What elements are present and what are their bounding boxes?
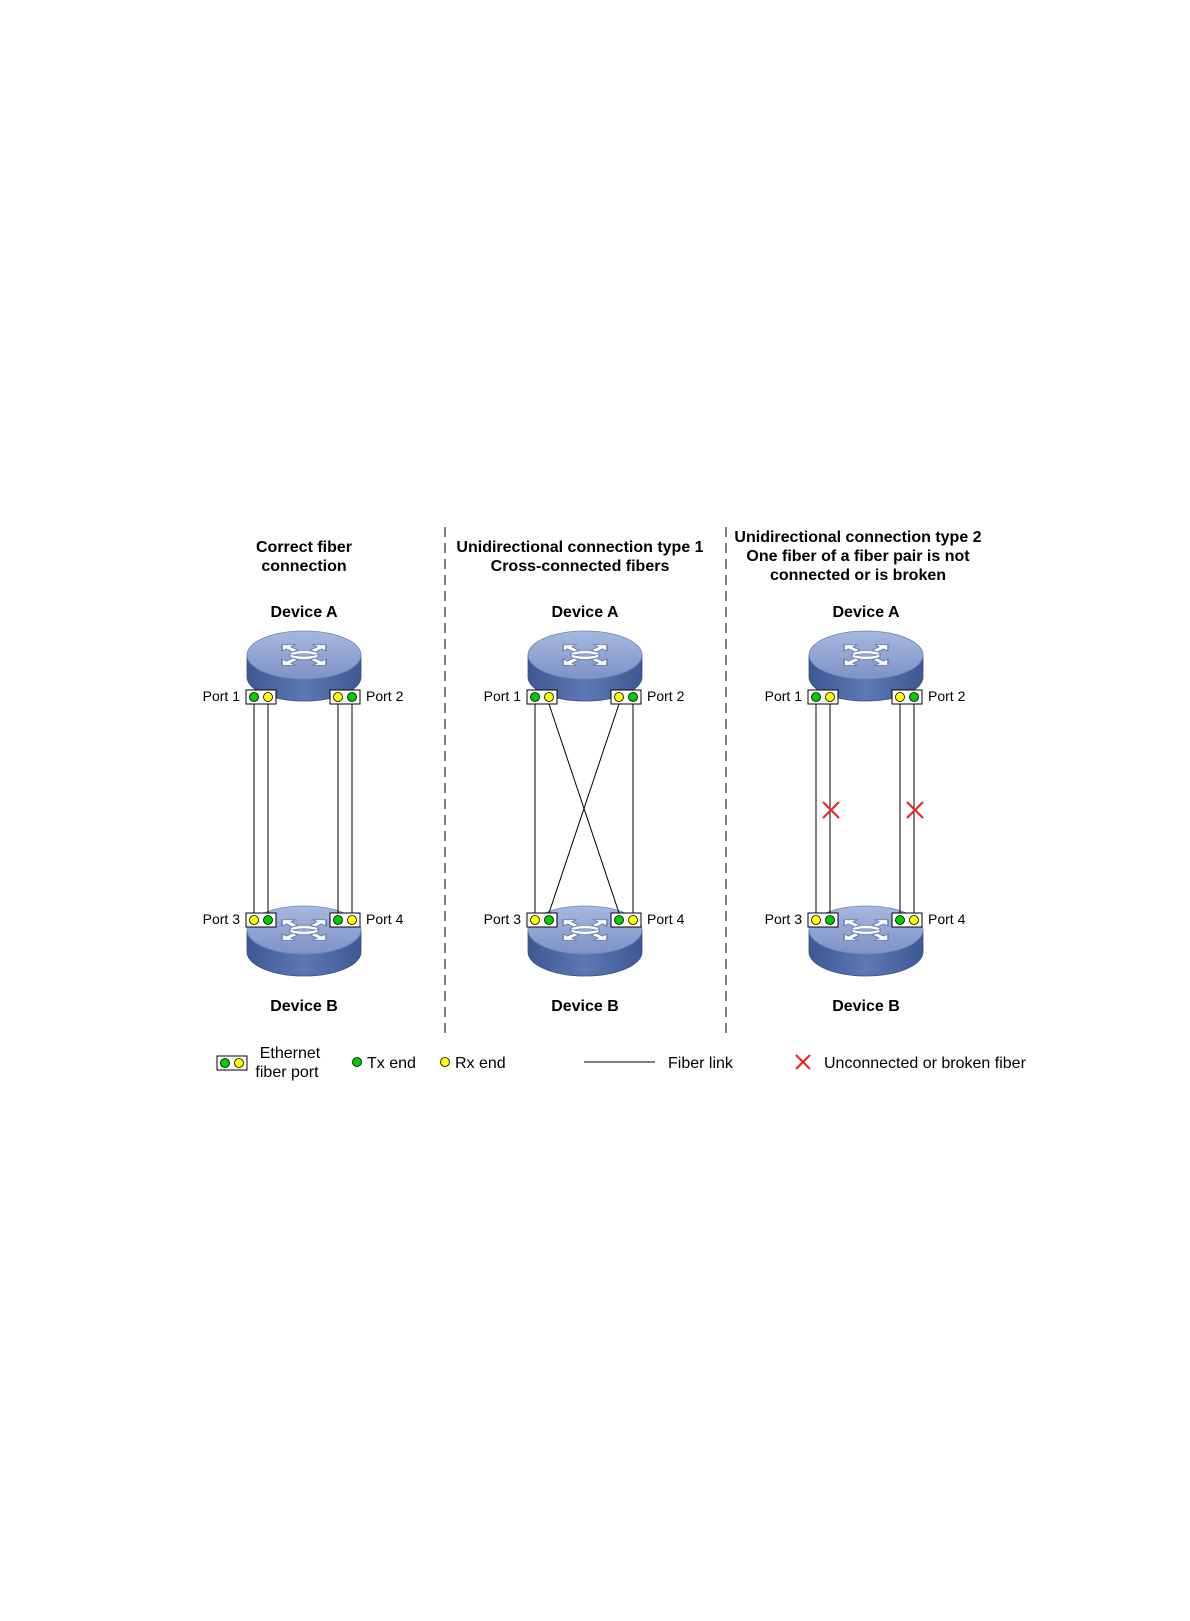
switch-arrows-icon (555, 641, 615, 669)
rx-dot (811, 915, 821, 925)
port-1 (807, 689, 839, 705)
tx-dot (909, 692, 919, 702)
tx-dot (811, 692, 821, 702)
tx-dot (347, 692, 357, 702)
legend-rx-dot (440, 1057, 450, 1067)
panel-title-line: connected or is broken (770, 567, 946, 584)
router-top (808, 630, 924, 680)
port-4 (891, 912, 923, 928)
port-2-label: Port 2 (366, 688, 404, 704)
port-4-label: Port 4 (647, 911, 685, 927)
panel-type1: Unidirectional connection type 1 Cross-c… (456, 539, 703, 1015)
rx-dot (249, 915, 259, 925)
rx-dot (263, 692, 273, 702)
switch-arrows-icon (836, 641, 896, 669)
device-a-label: Device A (552, 604, 619, 621)
tx-dot (333, 915, 343, 925)
port-3 (245, 912, 277, 928)
fiber-link (548, 703, 620, 914)
port-2-label: Port 2 (928, 688, 966, 704)
tx-dot (628, 692, 638, 702)
rx-dot (333, 692, 343, 702)
port-3-label: Port 3 (203, 911, 241, 927)
rx-dot (895, 692, 905, 702)
legend-rx-label: Rx end (455, 1055, 506, 1072)
router-top (246, 630, 362, 680)
port-4-label: Port 4 (928, 911, 966, 927)
port-3 (526, 912, 558, 928)
port-2-label: Port 2 (647, 688, 685, 704)
panel-title-line: Unidirectional connection type 2 (734, 529, 981, 546)
port-2 (329, 689, 361, 705)
tx-dot (895, 915, 905, 925)
legend-broken-mark (795, 1054, 811, 1070)
device-a-label: Device A (833, 604, 900, 621)
tx-dot (544, 915, 554, 925)
port-4 (610, 912, 642, 928)
legend-tx-label: Tx end (367, 1055, 416, 1072)
legend-port-label: fiber port (255, 1064, 319, 1081)
tx-dot (220, 1058, 230, 1068)
legend-tx-dot (352, 1057, 362, 1067)
port-1 (245, 689, 277, 705)
device-a-label: Device A (271, 604, 338, 621)
rx-dot (234, 1058, 244, 1068)
broken-fiber-mark (822, 801, 840, 819)
panel-title-line: Cross-connected fibers (491, 558, 670, 575)
device-b-label: Device B (551, 998, 619, 1015)
panel-title-line: One fiber of a fiber pair is not (746, 548, 970, 565)
device-b-label: Device B (270, 998, 338, 1015)
switch-arrows-icon (274, 641, 334, 669)
port-3-label: Port 3 (484, 911, 522, 927)
panel-type2: Unidirectional connection type 2 One fib… (734, 529, 981, 1015)
rx-dot (825, 692, 835, 702)
broken-fiber-mark (906, 801, 924, 819)
tx-dot (249, 692, 259, 702)
port-3 (807, 912, 839, 928)
legend-port-icon (216, 1055, 248, 1071)
rx-dot (544, 692, 554, 702)
legend-port-label: Ethernet (260, 1045, 321, 1062)
rx-dot (614, 692, 624, 702)
router-top (527, 630, 643, 680)
tx-dot (263, 915, 273, 925)
device-b-label: Device B (832, 998, 900, 1015)
port-3-label: Port 3 (765, 911, 803, 927)
port-1-label: Port 1 (203, 688, 241, 704)
port-2 (891, 689, 923, 705)
switch-arrows-icon (555, 916, 615, 944)
tx-dot (530, 692, 540, 702)
switch-arrows-icon (836, 916, 896, 944)
rx-dot (347, 915, 357, 925)
legend-fiber-label: Fiber link (668, 1055, 734, 1072)
device-a-router (527, 630, 643, 702)
rx-dot (628, 915, 638, 925)
switch-arrows-icon (274, 916, 334, 944)
panel-title-line: Correct fiber (256, 539, 352, 556)
port-1 (526, 689, 558, 705)
rx-dot (530, 915, 540, 925)
panel-correct: Correct fiber connection Device A Device… (203, 539, 404, 1015)
port-1-label: Port 1 (765, 688, 803, 704)
panel-title-line: Unidirectional connection type 1 (456, 539, 703, 556)
port-2 (610, 689, 642, 705)
tx-dot (614, 915, 624, 925)
tx-dot (825, 915, 835, 925)
port-4-label: Port 4 (366, 911, 404, 927)
device-a-router (246, 630, 362, 702)
device-a-router (808, 630, 924, 702)
panel-title-line: connection (261, 558, 346, 575)
legend-broken-label: Unconnected or broken fiber (824, 1055, 1027, 1072)
legend: Ethernet fiber port Tx end Rx end Fiber … (216, 1045, 1027, 1081)
port-1-label: Port 1 (484, 688, 522, 704)
port-4 (329, 912, 361, 928)
rx-dot (909, 915, 919, 925)
